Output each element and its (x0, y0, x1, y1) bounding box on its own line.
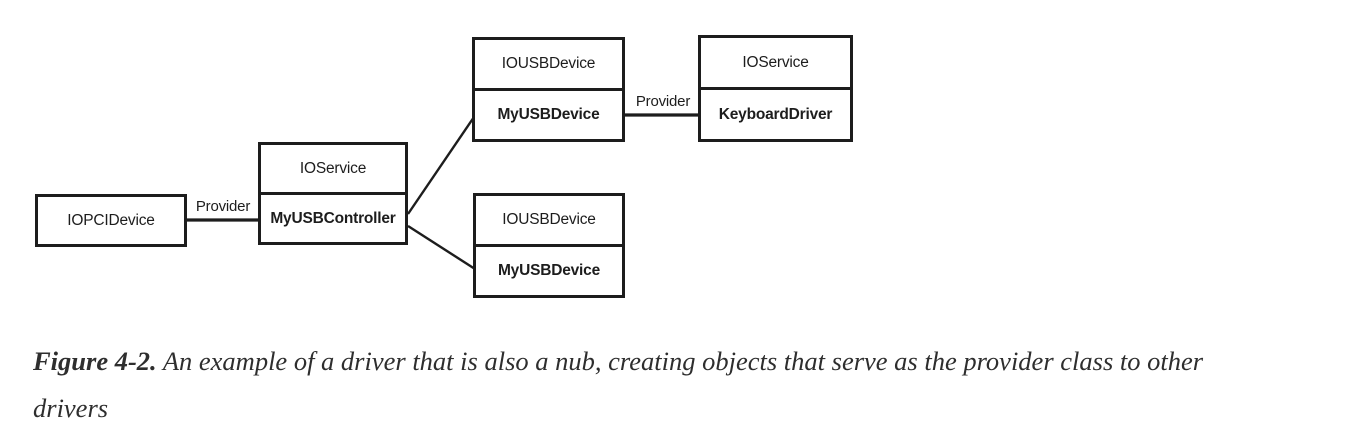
connector-controller-usbdevice-bottom (407, 224, 476, 271)
parent-class-label: IOService (299, 159, 367, 177)
figure-caption: Figure 4-2. An example of a driver that … (33, 338, 1353, 432)
caption-figure-number: Figure 4-2. (33, 346, 157, 376)
parent-class-label: IOUSBDevice (502, 211, 596, 228)
provider-edge-label-left: Provider (195, 198, 251, 215)
driver-class-label: MyUSBController (261, 192, 405, 242)
caption-text: An example of a driver that is also a nu… (162, 346, 1204, 376)
parent-class-label: IOService (742, 53, 809, 71)
caption-line-1: Figure 4-2. An example of a driver that … (33, 338, 1353, 385)
node-myusbdevice-top: IOUSBDevice MyUSBDevice (472, 37, 625, 142)
node-iopcidevice: IOPCIDevice (35, 194, 187, 247)
class-label: IOPCIDevice (67, 211, 155, 229)
provider-edge-label-right: Provider (635, 93, 691, 110)
caption-line-2: drivers (33, 393, 109, 423)
driver-class-label: MyUSBDevice (476, 244, 622, 295)
parent-class-label: IOUSBDevice (501, 55, 596, 72)
driver-class-label: MyUSBDevice (475, 88, 622, 139)
driver-class-label: KeyboardDriver (701, 87, 850, 139)
connector-controller-usbdevice-top (407, 116, 475, 215)
node-myusbdevice-bottom: IOUSBDevice MyUSBDevice (473, 193, 625, 298)
node-keyboarddriver: IOService KeyboardDriver (698, 35, 853, 142)
node-myusbcontroller: IOService MyUSBController (258, 142, 408, 245)
